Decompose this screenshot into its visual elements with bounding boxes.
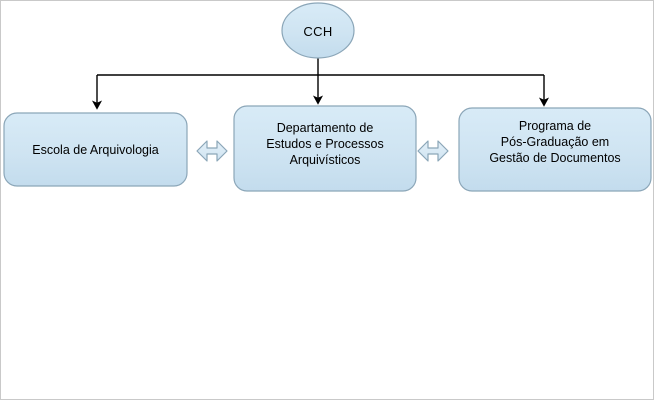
node-cch[interactable] [281,2,355,59]
block-arrow-escola-departamento[interactable] [196,140,228,162]
block-arrow-departamento-programa[interactable] [417,140,449,162]
connector-lines [91,58,550,110]
node-departamento-estudos-processos[interactable] [233,105,417,192]
node-escola-arquivologia[interactable] [3,112,188,187]
node-programa-pos-graduacao[interactable] [458,107,652,192]
